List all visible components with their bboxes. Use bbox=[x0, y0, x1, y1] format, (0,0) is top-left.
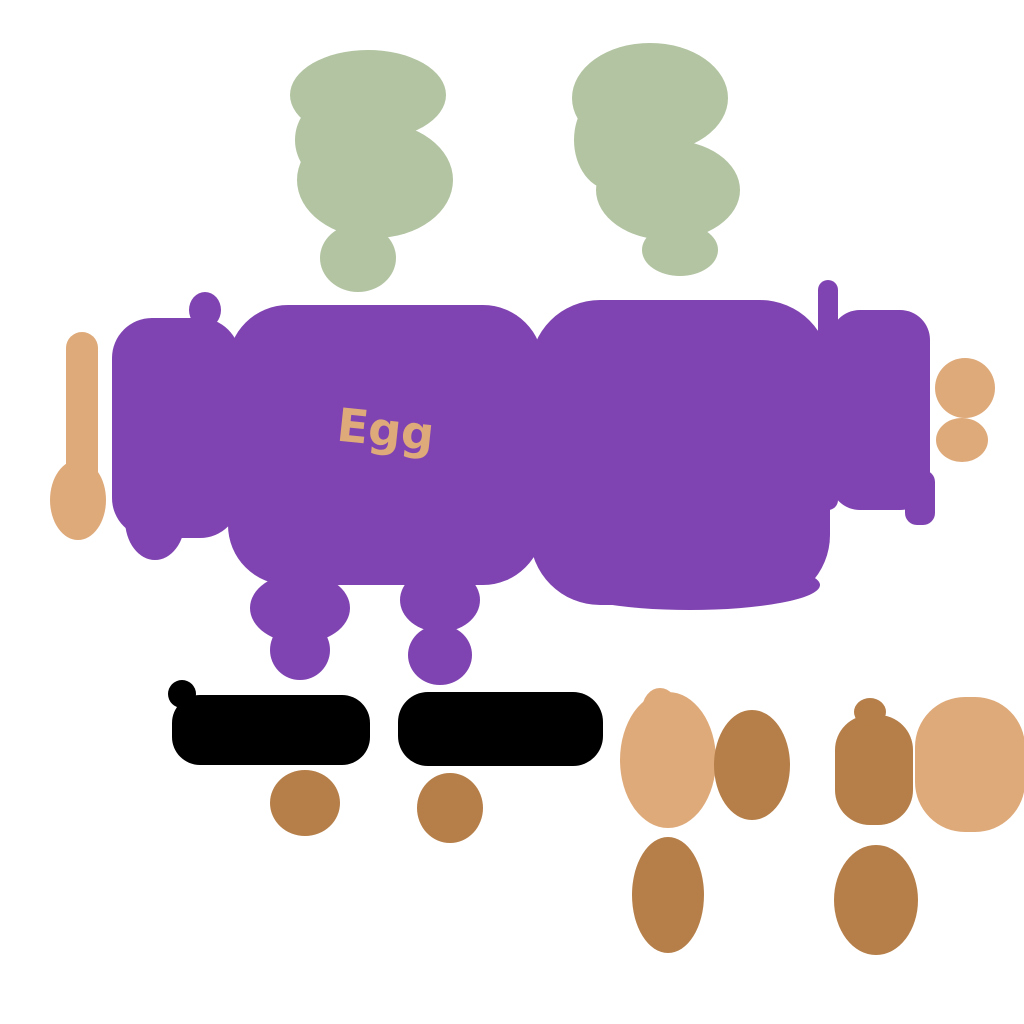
pants-left bbox=[168, 680, 370, 765]
right-hand bbox=[935, 358, 995, 462]
shoe-right bbox=[417, 773, 483, 843]
foot-tan-left bbox=[714, 710, 790, 820]
shirt-front bbox=[228, 305, 543, 685]
foot-bottom-right bbox=[834, 845, 918, 955]
foot-bottom-left bbox=[632, 837, 704, 953]
shirt-back bbox=[530, 300, 830, 610]
foot-skin-left bbox=[620, 688, 716, 828]
foot-skin-right bbox=[915, 697, 1024, 832]
shoe-left bbox=[270, 770, 340, 836]
foot-tan-right bbox=[835, 698, 913, 825]
hair-back bbox=[572, 43, 740, 276]
pants-right bbox=[398, 692, 603, 766]
shirt-left-side bbox=[112, 292, 240, 560]
shirt-right-side bbox=[818, 280, 935, 525]
shirt-text: Egg bbox=[335, 398, 437, 462]
hair-front bbox=[290, 50, 453, 292]
left-arm bbox=[50, 332, 106, 540]
